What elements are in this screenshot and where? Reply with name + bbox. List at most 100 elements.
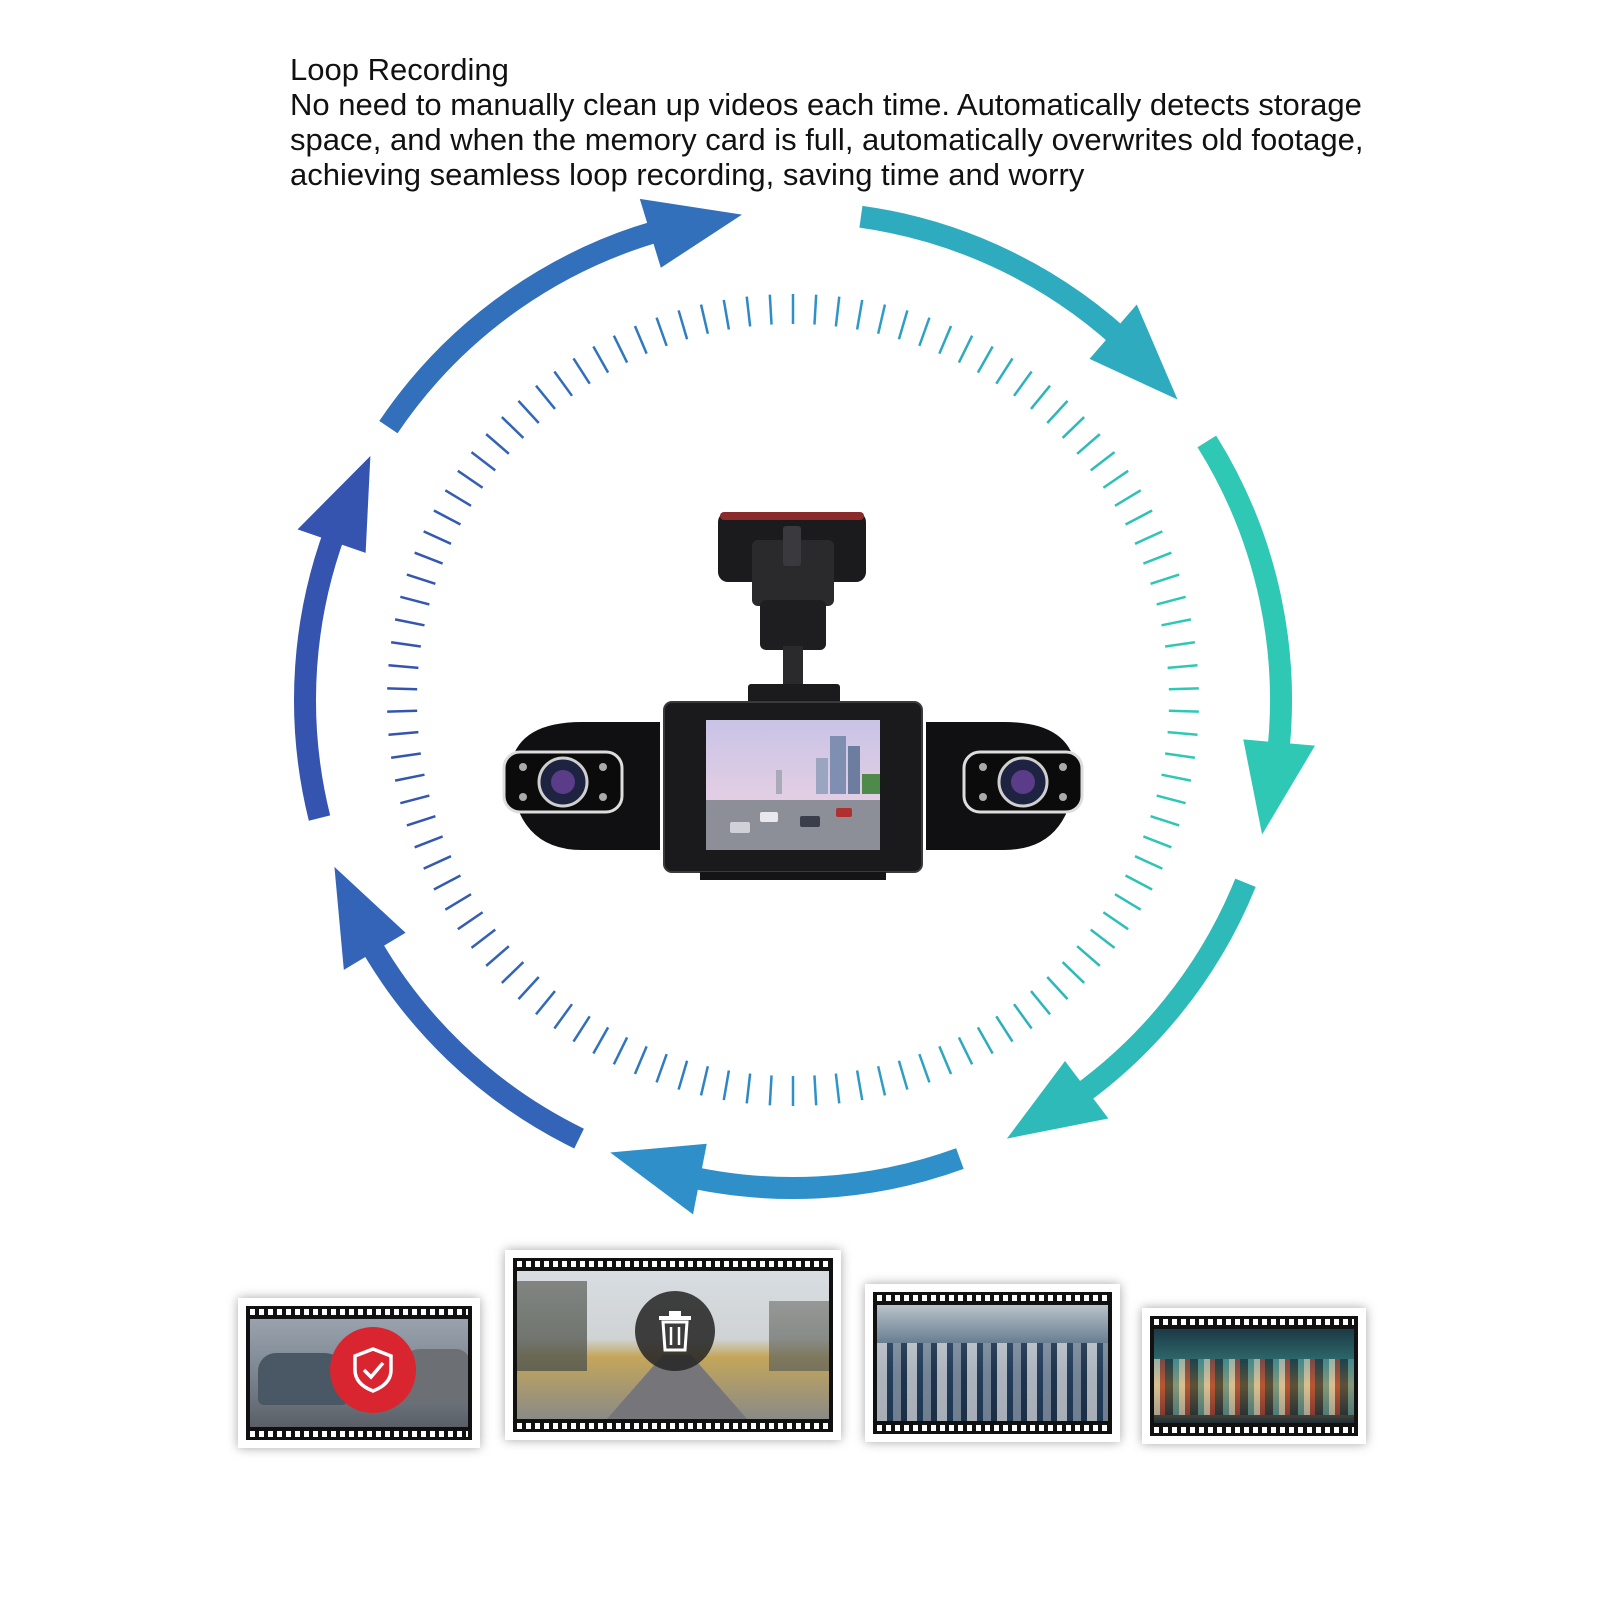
film-perforation bbox=[1154, 1427, 1354, 1433]
tick-mark bbox=[1164, 752, 1196, 760]
tick-mark bbox=[1030, 990, 1051, 1016]
tick-mark bbox=[433, 509, 462, 526]
ir-led bbox=[519, 793, 527, 801]
feature-title: Loop Recording bbox=[290, 52, 509, 87]
arrow-head-icon bbox=[610, 1143, 707, 1215]
tick-mark bbox=[1164, 640, 1196, 648]
tick-mark bbox=[745, 296, 752, 327]
feature-copy: Loop Recording No need to manually clean… bbox=[290, 52, 1380, 192]
tick-mark bbox=[500, 961, 525, 984]
tick-mark bbox=[414, 551, 444, 565]
tick-mark bbox=[1168, 709, 1199, 713]
mount-arm bbox=[783, 646, 803, 684]
tick-mark bbox=[855, 1070, 864, 1101]
loop-diagram bbox=[294, 198, 1316, 1215]
tick-mark bbox=[406, 815, 436, 827]
tick-mark bbox=[500, 416, 525, 439]
tick-mark bbox=[535, 384, 556, 410]
tick-mark bbox=[390, 640, 422, 648]
screen-car bbox=[730, 822, 750, 833]
camera-buttons bbox=[700, 872, 886, 880]
screen-building bbox=[848, 746, 860, 794]
tick-mark bbox=[834, 1073, 841, 1104]
tick-mark bbox=[457, 911, 484, 931]
tick-mark bbox=[1012, 1003, 1033, 1030]
tick-mark bbox=[1134, 530, 1163, 545]
tick-mark bbox=[387, 687, 418, 691]
screen-building bbox=[776, 770, 782, 794]
film-perforation bbox=[517, 1423, 829, 1429]
footage-frame-night bbox=[1142, 1308, 1366, 1444]
tick-mark bbox=[1150, 573, 1180, 585]
arrow-head-icon bbox=[1089, 304, 1178, 400]
tick-mark bbox=[813, 1075, 818, 1106]
tick-mark bbox=[976, 1026, 994, 1055]
dash-camera bbox=[502, 512, 1084, 880]
tick-mark bbox=[1046, 976, 1069, 1000]
arrow-head-icon bbox=[334, 866, 406, 970]
tick-mark bbox=[1134, 855, 1163, 870]
right-lens-glass bbox=[1011, 770, 1035, 794]
tick-mark bbox=[995, 1015, 1014, 1043]
tick-mark bbox=[677, 310, 689, 340]
tick-mark bbox=[470, 928, 497, 949]
tick-mark bbox=[655, 317, 668, 347]
film-perforation bbox=[250, 1431, 468, 1437]
tick-mark bbox=[995, 357, 1014, 385]
tick-mark bbox=[1124, 874, 1153, 891]
loop-arc bbox=[379, 215, 678, 434]
tick-mark bbox=[633, 1045, 648, 1075]
tick-mark bbox=[1102, 469, 1129, 489]
tick-mark bbox=[400, 595, 430, 606]
tick-mark bbox=[444, 489, 472, 507]
traffic-scene bbox=[877, 1305, 1108, 1421]
mount-base bbox=[748, 684, 840, 704]
tree-shape bbox=[517, 1281, 587, 1371]
tick-mark bbox=[722, 1070, 731, 1101]
tick-mark bbox=[433, 874, 462, 891]
tick-mark bbox=[444, 893, 472, 911]
tick-mark bbox=[1142, 551, 1172, 565]
tick-mark bbox=[388, 664, 419, 670]
tick-mark bbox=[1089, 928, 1116, 949]
tick-mark bbox=[535, 990, 556, 1016]
tree-shape bbox=[769, 1301, 829, 1371]
road-scene bbox=[517, 1271, 829, 1419]
tick-mark bbox=[976, 345, 994, 374]
tick-mark bbox=[1156, 794, 1186, 805]
loop-arc bbox=[352, 923, 584, 1149]
loop-arc bbox=[1059, 878, 1256, 1114]
film-frame bbox=[246, 1306, 472, 1440]
tick-mark bbox=[938, 325, 953, 355]
tick-mark bbox=[485, 945, 510, 967]
arrow-head-icon bbox=[1006, 1060, 1109, 1139]
tick-mark bbox=[1150, 815, 1180, 827]
tick-mark bbox=[387, 709, 418, 713]
left-lens-glass bbox=[551, 770, 575, 794]
tick-mark bbox=[485, 433, 510, 455]
tick-mark bbox=[633, 325, 648, 355]
tick-mark bbox=[699, 1065, 710, 1096]
tick-mark bbox=[918, 317, 931, 347]
tick-mark bbox=[414, 835, 444, 849]
tick-mark bbox=[855, 299, 864, 330]
tick-mark bbox=[1089, 451, 1116, 472]
tick-mark bbox=[394, 618, 425, 627]
mount-tab bbox=[783, 526, 801, 566]
tick-mark bbox=[1114, 893, 1142, 911]
film-perforation bbox=[1154, 1319, 1354, 1325]
tick-mark bbox=[388, 730, 419, 736]
tick-mark bbox=[655, 1053, 668, 1083]
shield-check-glyph bbox=[353, 1347, 393, 1393]
tick-mark bbox=[612, 1036, 629, 1065]
tick-mark bbox=[699, 304, 710, 335]
screen-building bbox=[816, 758, 828, 794]
tick-mark bbox=[1076, 945, 1101, 967]
shield-check-icon bbox=[330, 1327, 416, 1413]
ir-led bbox=[1059, 793, 1067, 801]
loop-arc bbox=[294, 513, 351, 821]
ir-led bbox=[979, 793, 987, 801]
tick-mark bbox=[406, 573, 436, 585]
tick-mark bbox=[677, 1060, 689, 1090]
arrow-head-icon bbox=[639, 198, 742, 268]
